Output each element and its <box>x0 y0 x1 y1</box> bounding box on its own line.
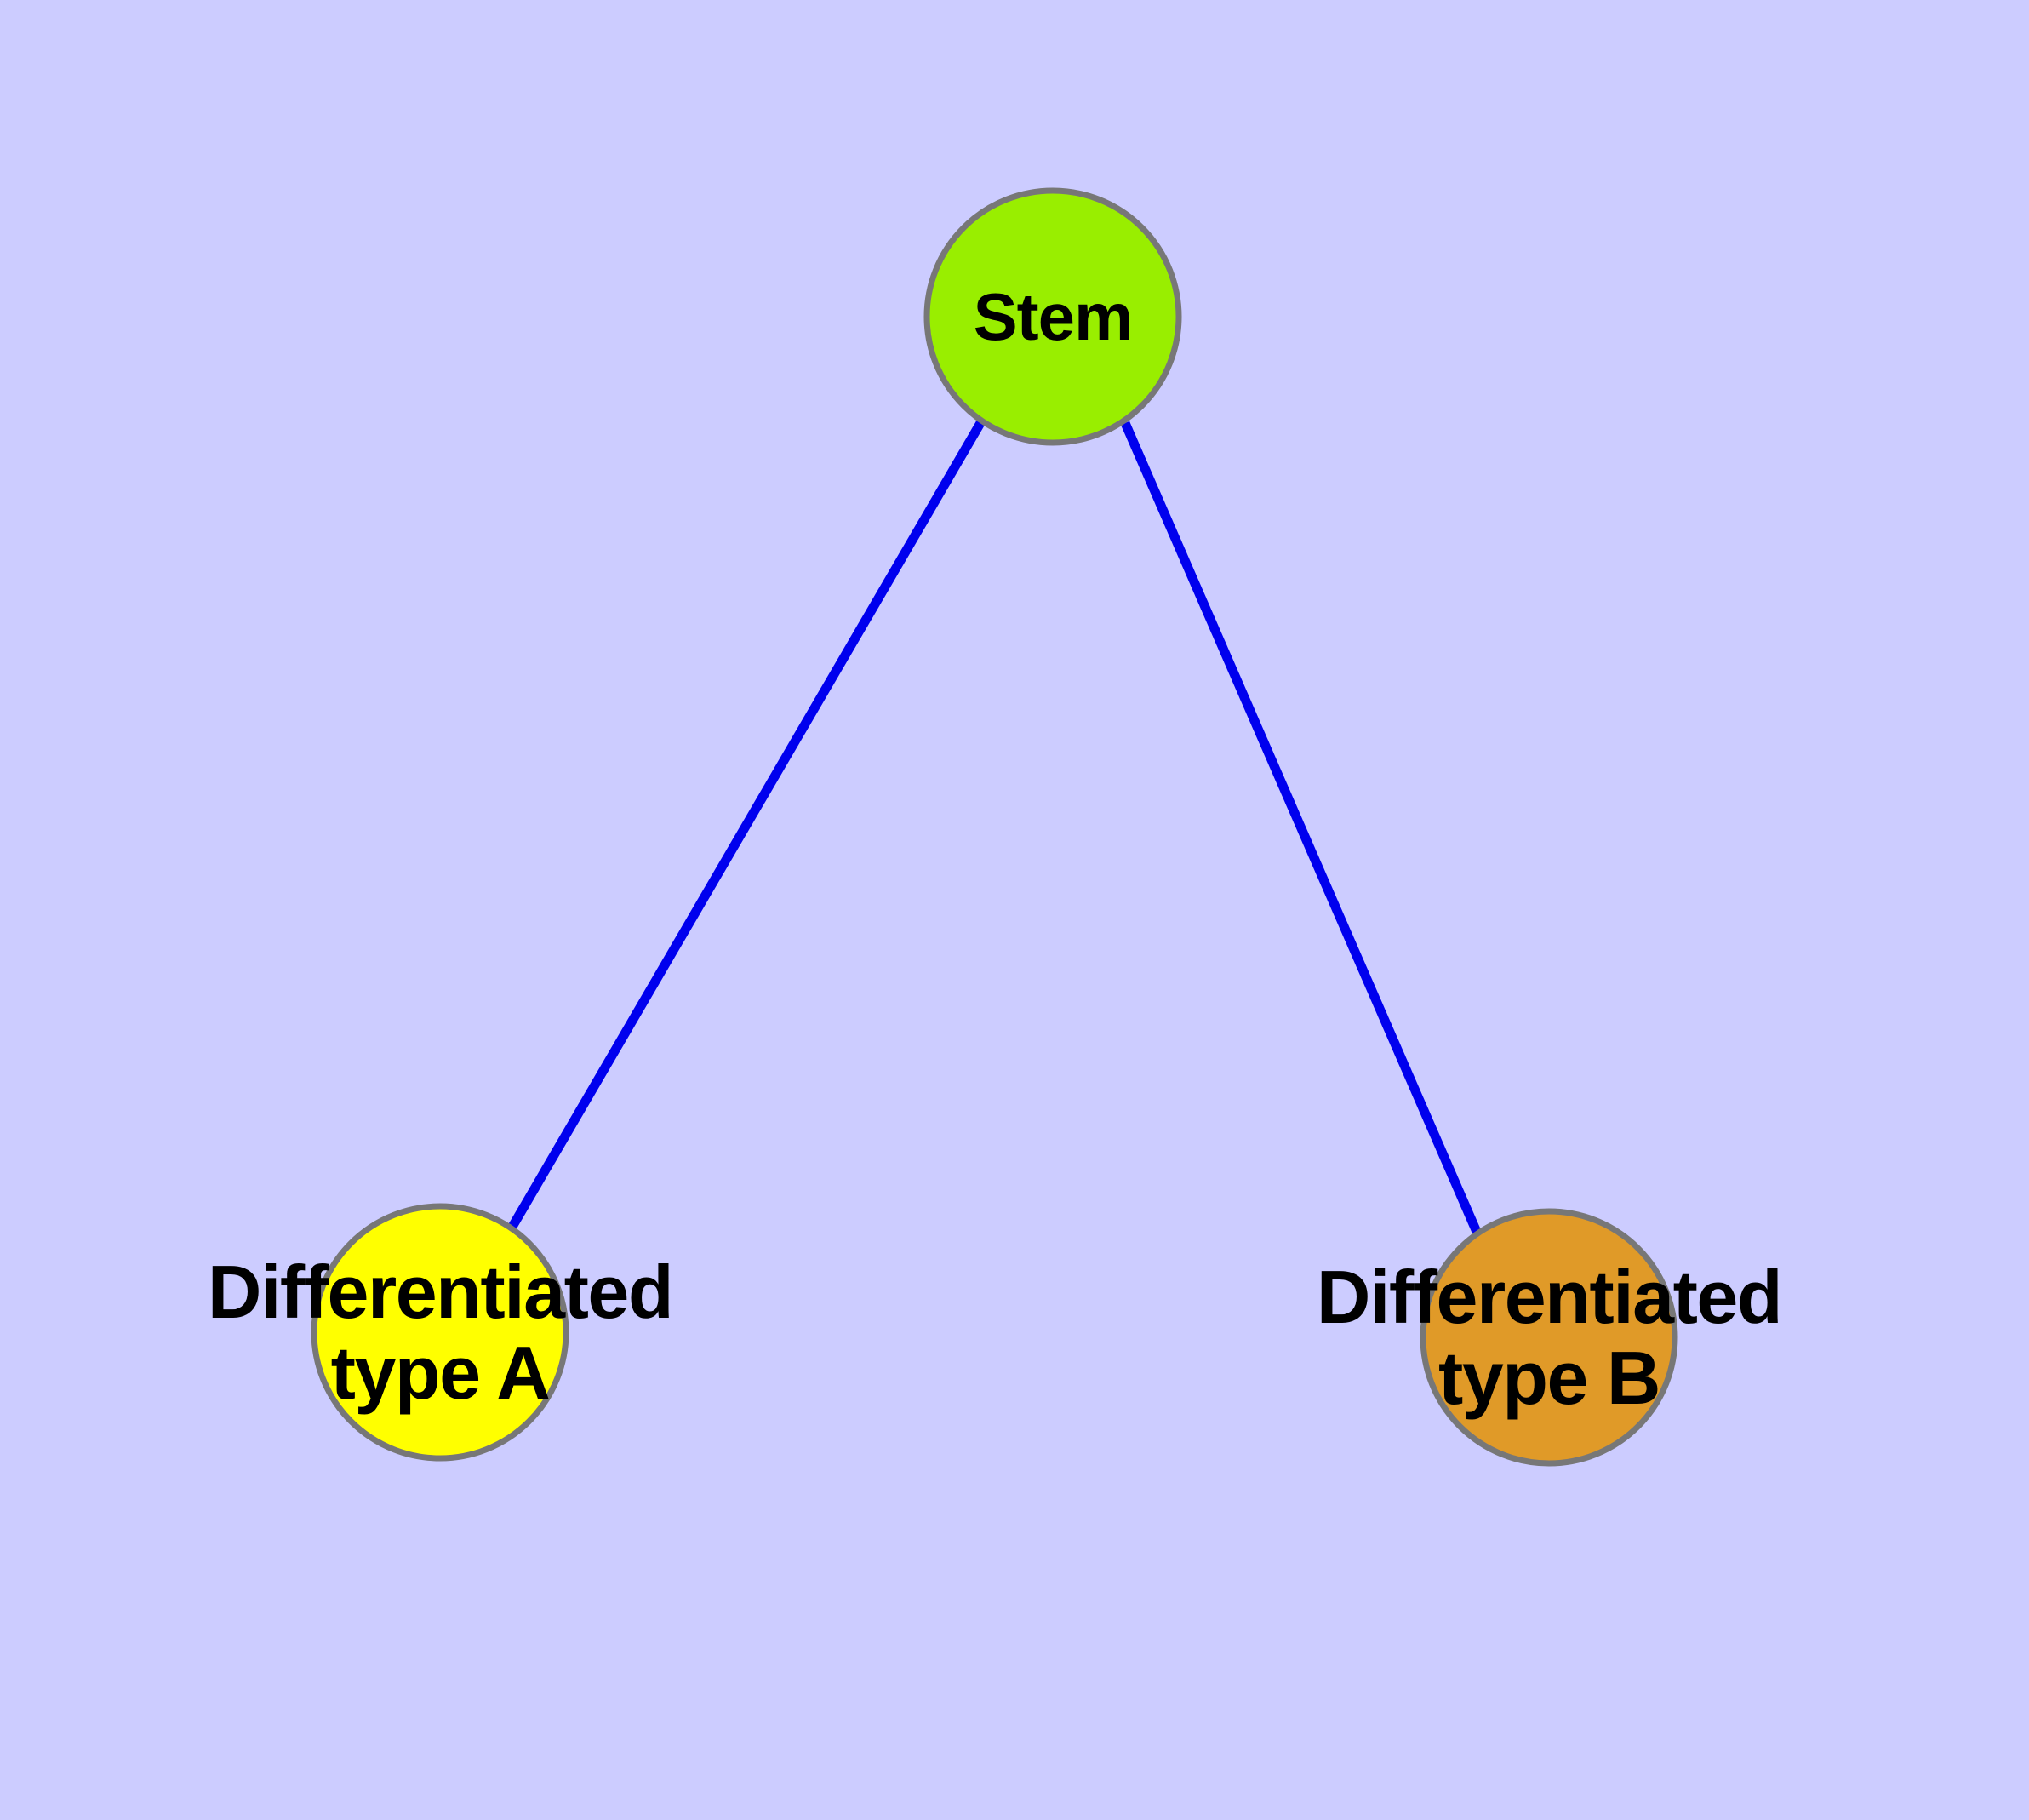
edge-stem-diff-a[interactable] <box>508 421 985 1229</box>
edge-stem-diff-b[interactable] <box>1120 421 1482 1234</box>
edge-layer <box>508 421 1482 1234</box>
node-diff-a-circle[interactable] <box>311 1203 569 1462</box>
node-diff-b-circle[interactable] <box>1420 1208 1678 1467</box>
node-stem-circle[interactable] <box>923 187 1182 446</box>
node-layer <box>311 187 1678 1467</box>
